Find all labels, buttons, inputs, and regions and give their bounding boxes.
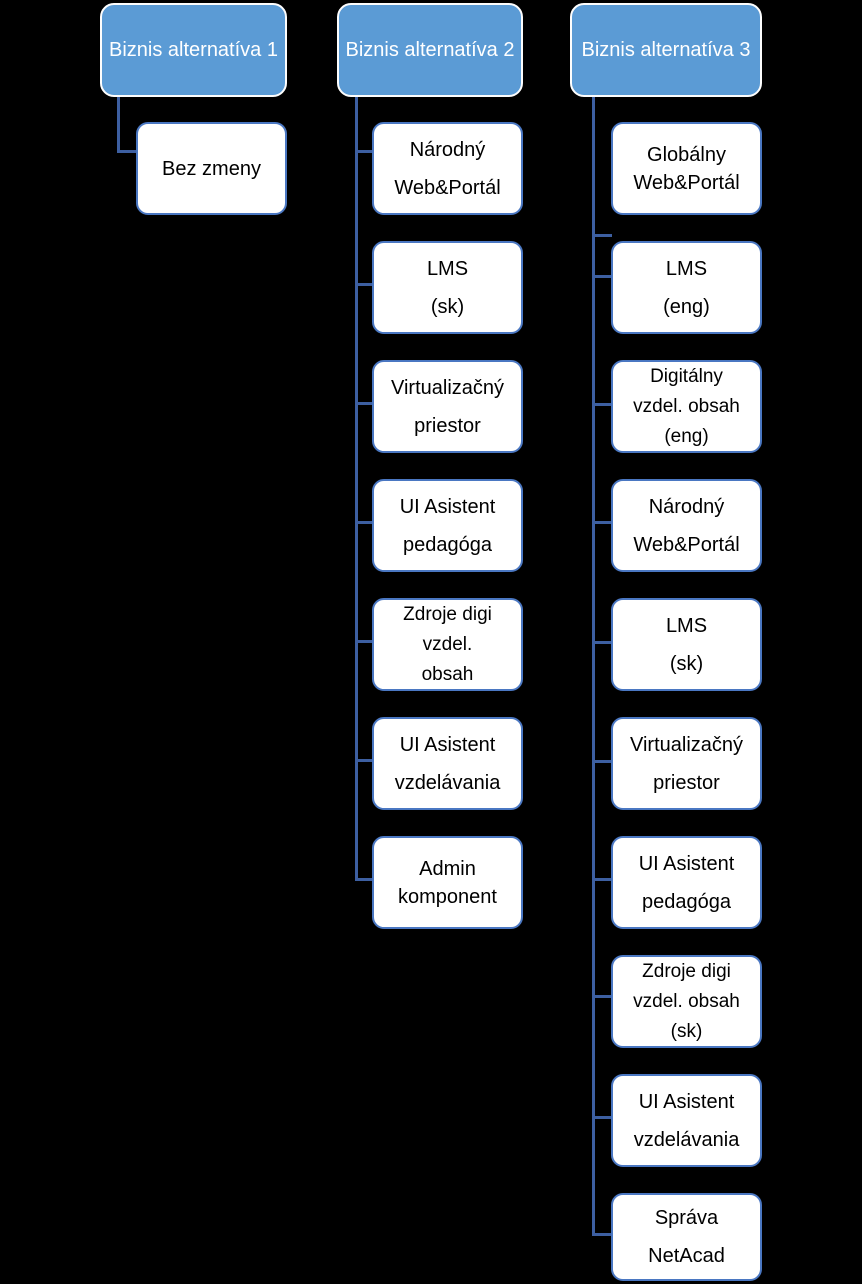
header-label: Biznis alternatíva 1 — [109, 38, 278, 61]
node-label: Globálny Web&Portál — [633, 143, 740, 194]
column-biznis-alternativa-2: Biznis alternatíva 2 Národný Web&Portál … — [337, 0, 523, 1284]
node-ui-asistent-vzdelavania: UI Asistent vzdelávania — [372, 717, 523, 810]
node-zdroje-digi-vzdel-obsah-sk: Zdroje digi vzdel. obsah (sk) — [611, 955, 762, 1048]
connector-stub — [592, 521, 612, 524]
node-label: Správa NetAcad — [648, 1207, 725, 1267]
node-bez-zmeny: Bez zmeny — [136, 122, 287, 215]
node-zdroje-digi-vzdel-obsah: Zdroje digi vzdel. obsah — [372, 598, 523, 691]
connector-trunk — [592, 97, 595, 1236]
connector-stub — [117, 150, 140, 153]
connector-trunk — [117, 97, 120, 153]
node-admin-komponent: Admin komponent — [372, 836, 523, 929]
connector-stub — [592, 275, 612, 278]
connector-stub — [592, 234, 612, 237]
node-sprava-netacad: Správa NetAcad — [611, 1193, 762, 1281]
node-lms-sk: LMS (sk) — [372, 241, 523, 334]
connector-stub — [592, 760, 612, 763]
node-label: UI Asistent vzdelávania — [394, 733, 501, 794]
connector-stub — [592, 878, 612, 881]
connector-stub — [592, 1233, 612, 1236]
node-label: LMS (sk) — [665, 614, 708, 675]
node-label: Bez zmeny — [162, 157, 261, 180]
header-label: Biznis alternatíva 2 — [345, 38, 515, 61]
node-ui-asistent-pedagoga: UI Asistent pedagóga — [372, 479, 523, 572]
node-narodny-webportal: Národný Web&Portál — [611, 479, 762, 572]
node-label: Zdroje digi vzdel. obsah — [403, 603, 492, 685]
node-label: Národný Web&Portál — [633, 495, 740, 556]
node-lms-sk: LMS (sk) — [611, 598, 762, 691]
node-ui-asistent-pedagoga: UI Asistent pedagóga — [611, 836, 762, 929]
connector-stub — [355, 640, 375, 643]
node-ui-asistent-vzdelavania: UI Asistent vzdelávania — [611, 1074, 762, 1167]
node-label: Digitálny vzdel. obsah (eng) — [633, 365, 740, 447]
header-box-biznis-alternativa-2: Biznis alternatíva 2 — [337, 3, 523, 97]
connector-stub — [355, 878, 375, 881]
node-digitalny-vzdel-obsah-eng: Digitálny vzdel. obsah (eng) — [611, 360, 762, 453]
node-label: UI Asistent pedagóga — [638, 852, 735, 913]
node-label: Admin komponent — [398, 857, 497, 908]
node-narodny-webportal: Národný Web&Portál — [372, 122, 523, 215]
connector-stub — [592, 995, 612, 998]
node-virtualizacny-priestor: Virtualizačný priestor — [372, 360, 523, 453]
connector-stub — [355, 150, 375, 153]
connector-stub — [355, 402, 375, 405]
column-biznis-alternativa-1: Biznis alternatíva 1 Bez zmeny — [100, 0, 287, 1284]
connector-trunk — [355, 97, 358, 881]
node-label: Národný Web&Portál — [394, 138, 501, 199]
connector-stub — [592, 641, 612, 644]
node-virtualizacny-priestor: Virtualizačný priestor — [611, 717, 762, 810]
node-globalny-webportal: Globálny Web&Portál — [611, 122, 762, 215]
node-label: UI Asistent vzdelávania — [633, 1090, 740, 1151]
header-box-biznis-alternativa-1: Biznis alternatíva 1 — [100, 3, 287, 97]
node-label: Zdroje digi vzdel. obsah (sk) — [633, 960, 740, 1042]
node-label: LMS (eng) — [663, 257, 710, 318]
connector-stub — [592, 403, 612, 406]
connector-stub — [355, 283, 375, 286]
connector-stub — [355, 759, 375, 762]
header-box-biznis-alternativa-3: Biznis alternatíva 3 — [570, 3, 762, 97]
header-label: Biznis alternatíva 3 — [581, 38, 751, 61]
column-biznis-alternativa-3: Biznis alternatíva 3 Globálny Web&Portál… — [570, 0, 762, 1284]
connector-stub — [355, 521, 375, 524]
node-lms-eng: LMS (eng) — [611, 241, 762, 334]
node-label: UI Asistent pedagóga — [399, 495, 496, 556]
connector-stub — [592, 1116, 612, 1119]
node-label: Virtualizačný priestor — [390, 376, 505, 437]
node-label: LMS (sk) — [426, 257, 469, 318]
node-label: Virtualizačný priestor — [629, 733, 744, 794]
